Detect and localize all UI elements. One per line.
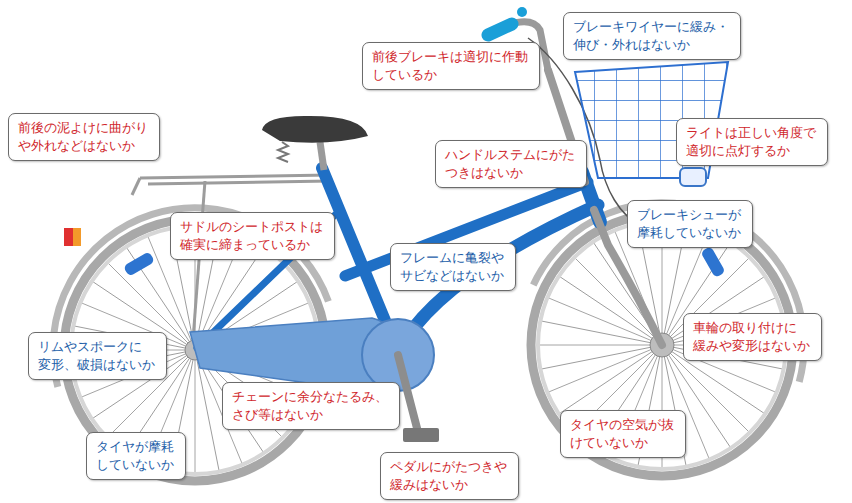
callout-text: 車輪の取り付けに 緩みや変形はないか xyxy=(693,319,812,355)
rear-reflector xyxy=(64,228,81,246)
callout-text: サドルのシートポストは 確実に締まっているか xyxy=(180,218,325,254)
callout-text: ライトは正しい角度で 適切に点灯するか xyxy=(686,124,818,160)
callout-box: ハンドルステムにがた つきはないか xyxy=(435,140,587,188)
callout-text: 前後ブレーキは適切に作動 しているか xyxy=(372,48,530,84)
callout-box: サドルのシートポストは 確実に締まっているか xyxy=(170,212,335,260)
callout-box: 前後ブレーキは適切に作動 しているか xyxy=(362,42,540,90)
callout-text: フレームに亀裂や サビなどはないか xyxy=(400,249,506,285)
headlight xyxy=(680,168,706,186)
callout-box: ブレーキシューが 摩耗していないか xyxy=(627,200,753,248)
pedal xyxy=(403,428,439,442)
callout-box: チェーンに余分なたるみ、 さび等はないか xyxy=(222,382,400,430)
callout-text: ブレーキワイヤーに緩み・ 伸び・外れはないか xyxy=(573,18,731,54)
callout-box: ライトは正しい角度で 適切に点灯するか xyxy=(676,118,828,166)
callout-box: 前後の泥よけに曲がり や外れなどはないか xyxy=(8,113,160,161)
callout-box: リムやスポークに 変形、破損はないか xyxy=(28,332,167,380)
crank xyxy=(398,355,418,432)
callout-text: 前後の泥よけに曲がり や外れなどはないか xyxy=(18,119,150,155)
callout-text: タイヤの空気が抜 けていないか xyxy=(570,416,676,452)
callout-box: タイヤの空気が抜 けていないか xyxy=(560,410,686,458)
callout-box: 車輪の取り付けに 緩みや変形はないか xyxy=(683,313,822,361)
callout-text: チェーンに余分なたるみ、 さび等はないか xyxy=(232,388,390,424)
callout-box: ブレーキワイヤーに緩み・ 伸び・外れはないか xyxy=(563,12,741,60)
callout-box: フレームに亀裂や サビなどはないか xyxy=(390,243,516,291)
callout-text: リムやスポークに 変形、破損はないか xyxy=(38,338,157,374)
callout-text: タイヤが摩耗 していないか xyxy=(96,438,176,474)
saddle xyxy=(262,116,368,170)
callout-text: ハンドルステムにがた つきはないか xyxy=(445,146,577,182)
callout-text: ペダルにがたつきや 緩みはないか xyxy=(390,458,509,494)
callout-text: ブレーキシューが 摩耗していないか xyxy=(637,206,743,242)
callout-box: タイヤが摩耗 していないか xyxy=(86,432,186,480)
callout-box: ペダルにがたつきや 緩みはないか xyxy=(380,452,519,500)
